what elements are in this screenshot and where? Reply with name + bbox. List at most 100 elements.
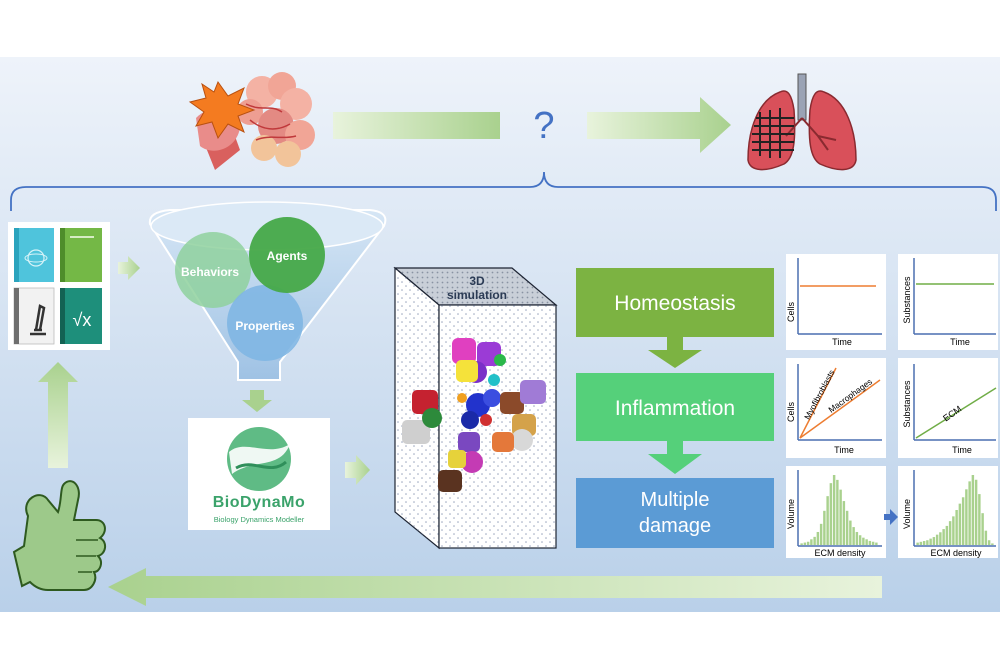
homeostasis-to-inflammation-arrow: [648, 337, 702, 368]
histogram-bar: [971, 475, 975, 545]
histogram-bar: [875, 542, 878, 545]
histogram-bar: [813, 536, 816, 545]
substances-homeostasis-plot: Substances Time: [902, 258, 996, 347]
time-axis-label-3: Time: [834, 445, 854, 455]
agents-label: Agents: [267, 249, 308, 263]
histogram-bar: [942, 529, 945, 545]
histogram-bar: [810, 539, 813, 545]
histogram-bar: [823, 510, 826, 545]
top-arrow-right-segment: [587, 97, 731, 153]
histogram-bar: [945, 525, 949, 545]
substances-inflammation-plot: ECM Substances Time: [902, 364, 997, 455]
macrophages-line: [799, 379, 881, 439]
properties-label: Properties: [235, 319, 295, 333]
sqrt-x-book-icon: √x: [60, 288, 102, 344]
cells-axis-label-2: Cells: [786, 402, 796, 423]
histogram-bar: [952, 516, 955, 545]
histogram-bar: [978, 494, 981, 545]
behaviors-circle: [175, 232, 251, 308]
books-to-funnel-arrow: [118, 256, 140, 280]
biodynamo-logo: BioDynaMo Biology Dynamics Modeller: [188, 418, 330, 530]
histogram-bar: [826, 496, 829, 545]
histogram-bar: [816, 531, 820, 545]
microscope-book-icon: [13, 287, 55, 345]
ecm-line: [915, 387, 997, 439]
feedback-bottom-arrow: [108, 568, 882, 606]
histogram-bar: [991, 543, 994, 545]
histogram-bar: [858, 535, 862, 545]
substances-axis-label-1: Substances: [902, 276, 912, 324]
volume-axis-label-1: Volume: [786, 499, 796, 529]
histogram-bar: [974, 479, 978, 545]
inflammation-box: Inflammation: [576, 373, 774, 441]
ecm-density-axis-label-1: ECM density: [814, 548, 866, 558]
histogram-bar: [955, 510, 958, 545]
histogram-bar: [939, 532, 942, 545]
histogram-transition-arrow: [884, 509, 898, 525]
histogram-bar: [948, 521, 952, 545]
volume-axis-label-2: Volume: [902, 499, 912, 529]
histogram-bar: [849, 520, 852, 545]
histogram-bar: [968, 481, 971, 545]
inflammation-label: Inflammation: [615, 397, 735, 420]
histogram-bar: [871, 541, 875, 545]
time-axis-label-1: Time: [832, 337, 852, 347]
histogram-bar: [984, 530, 988, 545]
homeostasis-label: Homeostasis: [614, 292, 735, 315]
histogram-bar: [836, 479, 839, 545]
myofibroblasts-line: [799, 367, 837, 439]
histogram-bar: [981, 513, 984, 545]
ecm-density-axis-label-2: ECM density: [930, 548, 982, 558]
simulation-label-line2: simulation: [447, 288, 507, 302]
top-arrow-left-segment: [333, 112, 500, 139]
fibrotic-lungs-icon: [747, 73, 857, 171]
histogram-bar: [855, 531, 859, 545]
cell-cluster-icon: [402, 338, 546, 492]
grouping-bracket: [10, 171, 997, 211]
histogram-bars-after: [916, 475, 994, 545]
plot-panel-substances-inflammation: [898, 358, 998, 458]
histogram-bar: [832, 475, 836, 545]
biodynamo-name: BioDynaMo: [213, 494, 306, 511]
cells-axis-label-1: Cells: [786, 302, 796, 323]
histogram-bar: [935, 534, 939, 545]
literature-books: √x: [8, 222, 110, 350]
feedback-up-arrow: [38, 362, 78, 468]
plot-panel-cells-inflammation: [786, 358, 886, 458]
funnel-to-biodynamo-arrow: [242, 390, 272, 412]
histogram-bar: [919, 541, 923, 545]
sqrt-x-symbol: √x: [73, 310, 92, 330]
histogram-bar: [862, 537, 865, 545]
substances-axis-label-2: Substances: [902, 380, 912, 428]
multiple-damage-box: Multiple damage: [576, 478, 774, 548]
behaviors-label: Behaviors: [181, 265, 239, 279]
histogram-bar: [961, 497, 965, 545]
histogram-bar: [819, 523, 823, 545]
biodynamo-subtitle: Biology Dynamics Modeller: [214, 515, 305, 524]
simulation-box: 3D simulation: [393, 266, 558, 550]
thumbs-up-icon: [12, 480, 106, 591]
histogram-bars-before: [800, 475, 878, 545]
histogram-bar: [839, 489, 842, 545]
histogram-bar: [868, 540, 872, 545]
plot-panel-substances-homeostasis: [898, 254, 998, 350]
histogram-bar: [800, 543, 803, 545]
histogram-bar: [806, 541, 810, 545]
damaged-alveoli-icon: [188, 72, 315, 170]
histogram-bar: [926, 540, 929, 545]
histogram-bar: [865, 539, 868, 545]
simulation-label-line1: 3D: [469, 274, 485, 288]
histogram-bar: [829, 483, 833, 545]
histogram-bar: [922, 541, 926, 545]
homeostasis-box: Homeostasis: [576, 268, 774, 337]
volume-histogram-before: Volume ECM density: [786, 470, 882, 558]
properties-circle: [227, 285, 303, 361]
histogram-bar: [929, 538, 932, 545]
histogram-bar: [852, 527, 855, 545]
biodynamo-to-simulation-arrow: [345, 455, 370, 485]
cells-homeostasis-plot: Cells Time: [786, 258, 882, 347]
question-mark: ?: [533, 105, 554, 147]
green-book-icon: [60, 228, 102, 282]
histogram-bar: [842, 501, 846, 545]
